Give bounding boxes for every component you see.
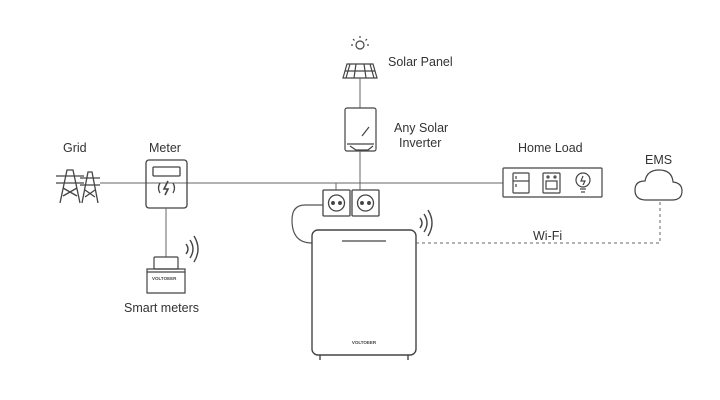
solar-panel-label: Solar Panel — [388, 55, 453, 69]
meter-label: Meter — [149, 141, 181, 155]
transmission-tower-icon — [56, 169, 100, 204]
battery-cable — [291, 204, 323, 244]
battery-icon — [311, 229, 417, 360]
home-load-label: Home Load — [518, 141, 583, 155]
smart-meter-icon — [146, 256, 186, 294]
ems-label: EMS — [645, 153, 673, 167]
solar-panel-icon — [342, 63, 378, 79]
stove-icon — [542, 172, 561, 194]
smart-meter-logo: VOLTOEER — [152, 276, 177, 281]
wifi-label: Wi-Fi — [533, 229, 563, 243]
sun-icon — [351, 36, 369, 50]
meter-icon — [145, 159, 188, 209]
fridge-icon — [512, 172, 530, 194]
inverter-label-line1: Any Solar — [394, 121, 449, 135]
inverter-label-line2: Inverter — [399, 136, 442, 150]
socket-icon — [322, 189, 351, 217]
smart-meter-wifi-icon — [185, 235, 199, 263]
battery-wifi-icon — [419, 209, 433, 237]
smart-meters-label: Smart meters — [124, 301, 200, 315]
cloud-icon — [634, 169, 683, 201]
socket-icon-2 — [351, 189, 380, 217]
home-load-box — [502, 167, 603, 198]
bulb-icon — [575, 172, 591, 193]
inverter-icon — [344, 107, 377, 152]
wifi-dashed-line — [416, 200, 661, 244]
battery-logo: VOLTOEER — [352, 340, 377, 345]
grid-label: Grid — [63, 141, 87, 155]
